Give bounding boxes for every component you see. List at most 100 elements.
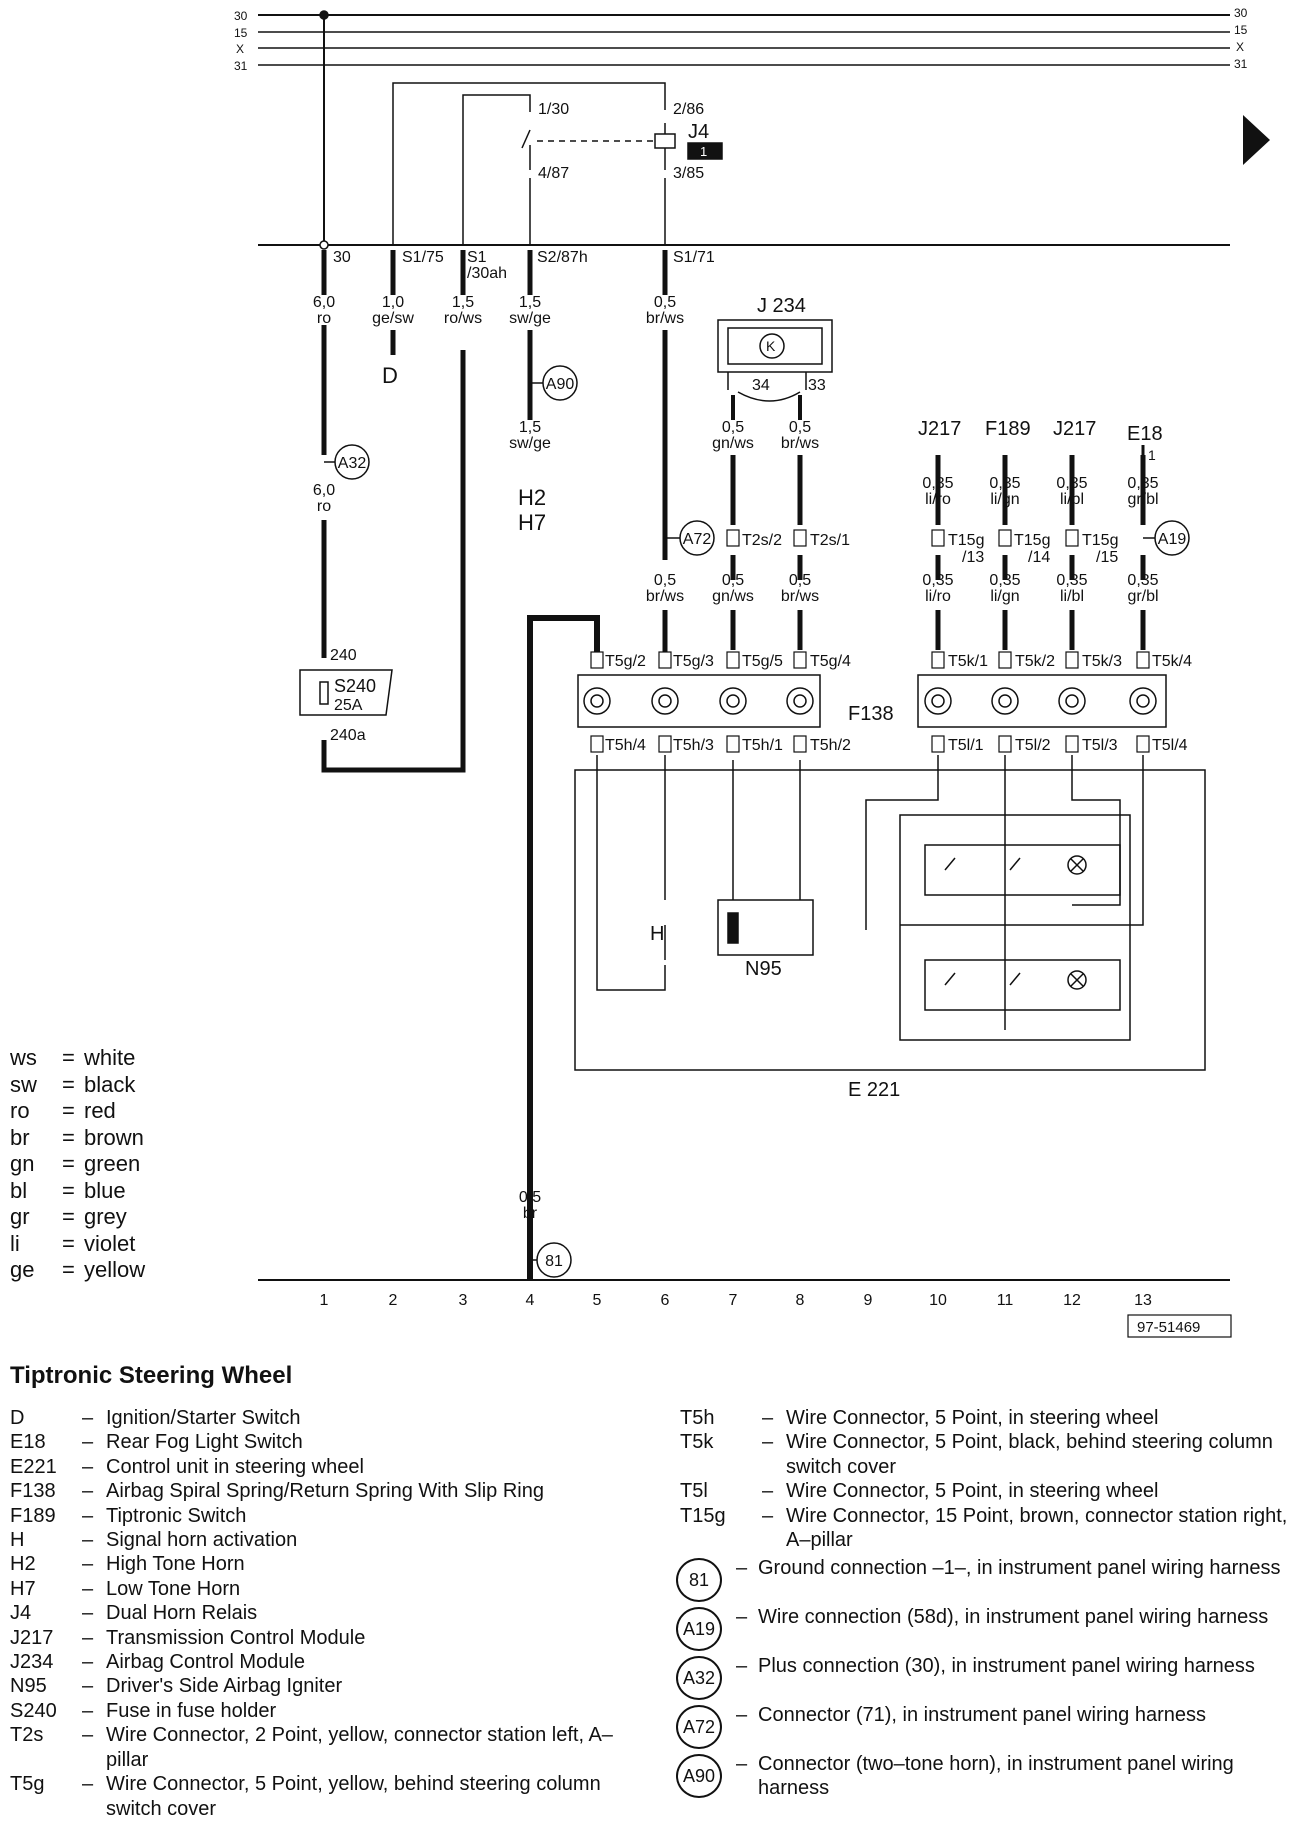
color-name: white <box>84 1045 136 1070</box>
pin-34: 34 <box>752 377 770 394</box>
connector-code: T5h <box>680 1407 715 1429</box>
color-name: green <box>84 1151 141 1176</box>
component-code: T2s <box>10 1724 44 1747</box>
reference-box <box>1127 1314 1232 1338</box>
component-desc: Transmission Control Module <box>106 1626 366 1649</box>
ground-desc: Wire connection (58d), in instrument pan… <box>758 1606 1269 1628</box>
wire-color: br/ws <box>781 588 819 605</box>
wire-size: 0,5 <box>654 572 676 589</box>
equals-sign: = <box>62 1124 75 1150</box>
label-s240: S240 <box>334 676 376 696</box>
rail-label-15-right: 15 <box>1234 23 1248 37</box>
component-code: H2 <box>10 1553 36 1576</box>
dash: – <box>82 1455 94 1478</box>
wire-color: ro <box>317 498 331 515</box>
wire-size: 6,0 <box>313 294 335 311</box>
e18-pin: 1 <box>1148 447 1156 463</box>
component-row: E18–Rear Fog Light Switch <box>10 1430 640 1454</box>
column-number: 2 <box>389 1292 398 1309</box>
column-number: 13 <box>1134 1292 1152 1309</box>
control-unit-e221 <box>574 755 1206 1071</box>
relay-pin-1-30: 1/30 <box>538 101 569 118</box>
color-name: black <box>84 1071 136 1097</box>
equals-sign: = <box>62 1230 75 1256</box>
dash: – <box>762 1480 774 1503</box>
ground-ref-circle: A19 <box>676 1607 722 1651</box>
wire-color: li/ro <box>925 588 951 605</box>
color-legend-row: ws=white <box>10 1045 145 1072</box>
column-number: 4 <box>526 1292 535 1309</box>
ref-a32: A32 <box>338 455 367 472</box>
equals-sign: = <box>62 1098 75 1123</box>
color-abbr: gn <box>10 1151 35 1176</box>
ref-81: 81 <box>545 1253 563 1270</box>
column-numbers: 1 2 3 4 5 6 7 8 9 10 11 12 13 <box>320 1292 1152 1309</box>
equals-sign: = <box>62 1204 75 1229</box>
dash: – <box>762 1407 774 1429</box>
component-row: E221–Control unit in steering wheel <box>10 1455 640 1479</box>
dash: – <box>736 1704 748 1726</box>
color-abbr: ws <box>10 1045 37 1070</box>
column-number: 12 <box>1063 1292 1081 1309</box>
ground-ref-circle: A90 <box>676 1754 722 1798</box>
connector-desc: Wire Connector, 15 Point, brown, connect… <box>786 1504 1288 1552</box>
color-legend-row: ro=red <box>10 1098 145 1125</box>
dash: – <box>736 1557 748 1579</box>
component-desc: Airbag Control Module <box>106 1651 305 1674</box>
wire-size: 0,5 <box>722 572 744 589</box>
component-code: F138 <box>10 1480 56 1503</box>
component-code: S240 <box>10 1699 57 1722</box>
wire-color: br/ws <box>646 310 684 327</box>
column-number: 8 <box>796 1292 805 1309</box>
connector-t5k-4: T5k/4 <box>1152 653 1192 670</box>
connector-t5l-1: T5l/1 <box>948 737 984 754</box>
component-row: J4–Dual Horn Relais <box>10 1601 640 1625</box>
wire-color: li/bl <box>1060 491 1084 508</box>
wire-size: 1,5 <box>519 419 541 436</box>
dash: – <box>736 1606 748 1628</box>
color-legend-row: ge=yellow <box>10 1257 145 1284</box>
airbag-control-module-j234 <box>717 319 833 402</box>
wire-color: ro <box>317 310 331 327</box>
terminal-30ah: /30ah <box>467 265 507 282</box>
component-row: F138–Airbag Spiral Spring/Return Spring … <box>10 1479 640 1503</box>
connector-t5g-4: T5g/4 <box>810 653 851 670</box>
relay-pin-2-86: 2/86 <box>673 101 704 118</box>
dash: – <box>82 1724 94 1747</box>
connector-code: T5k <box>680 1431 714 1454</box>
equals-sign: = <box>62 1151 75 1176</box>
ground-desc: Ground connection –1–, in instrument pan… <box>758 1557 1281 1579</box>
connector-t5g-2: T5g/2 <box>605 653 646 670</box>
component-desc: Low Tone Horn <box>106 1577 241 1600</box>
dash: – <box>82 1577 94 1600</box>
label-j217-b: J217 <box>1053 418 1096 440</box>
column-number: 11 <box>997 1292 1014 1309</box>
connector-t2s-2: T2s/2 <box>742 532 782 549</box>
color-legend-row: gn = green <box>10 1151 145 1178</box>
wire-color: gr/bl <box>1127 491 1158 508</box>
ground-row: A32–Plus connection (30), in instrument … <box>676 1654 1306 1703</box>
dash: – <box>82 1504 94 1527</box>
connector-t5h-2: T5h/2 <box>810 737 851 754</box>
connector-code: T5l <box>680 1480 708 1503</box>
component-code: T5g <box>10 1773 45 1796</box>
label-d: D <box>382 363 398 388</box>
wire-color: gr/bl <box>1127 588 1158 605</box>
ref-a19: A19 <box>1158 531 1187 548</box>
relay-pin-4-87: 4/87 <box>538 165 569 182</box>
component-row: F189–Tiptronic Switch <box>10 1504 640 1528</box>
connector-code: T15g <box>680 1504 726 1527</box>
label-h: H <box>650 923 664 945</box>
wire-size: 0,35 <box>1127 475 1158 492</box>
wires <box>321 250 1146 1280</box>
equals-sign: = <box>62 1257 75 1282</box>
dash: – <box>82 1431 94 1454</box>
label-j217-a: J217 <box>918 418 961 440</box>
label-e18: E18 <box>1127 423 1163 445</box>
dash: – <box>82 1553 94 1576</box>
connector-row: T5l–Wire Connector, 5 Point, in steering… <box>680 1479 1300 1503</box>
column-number: 10 <box>929 1292 947 1309</box>
